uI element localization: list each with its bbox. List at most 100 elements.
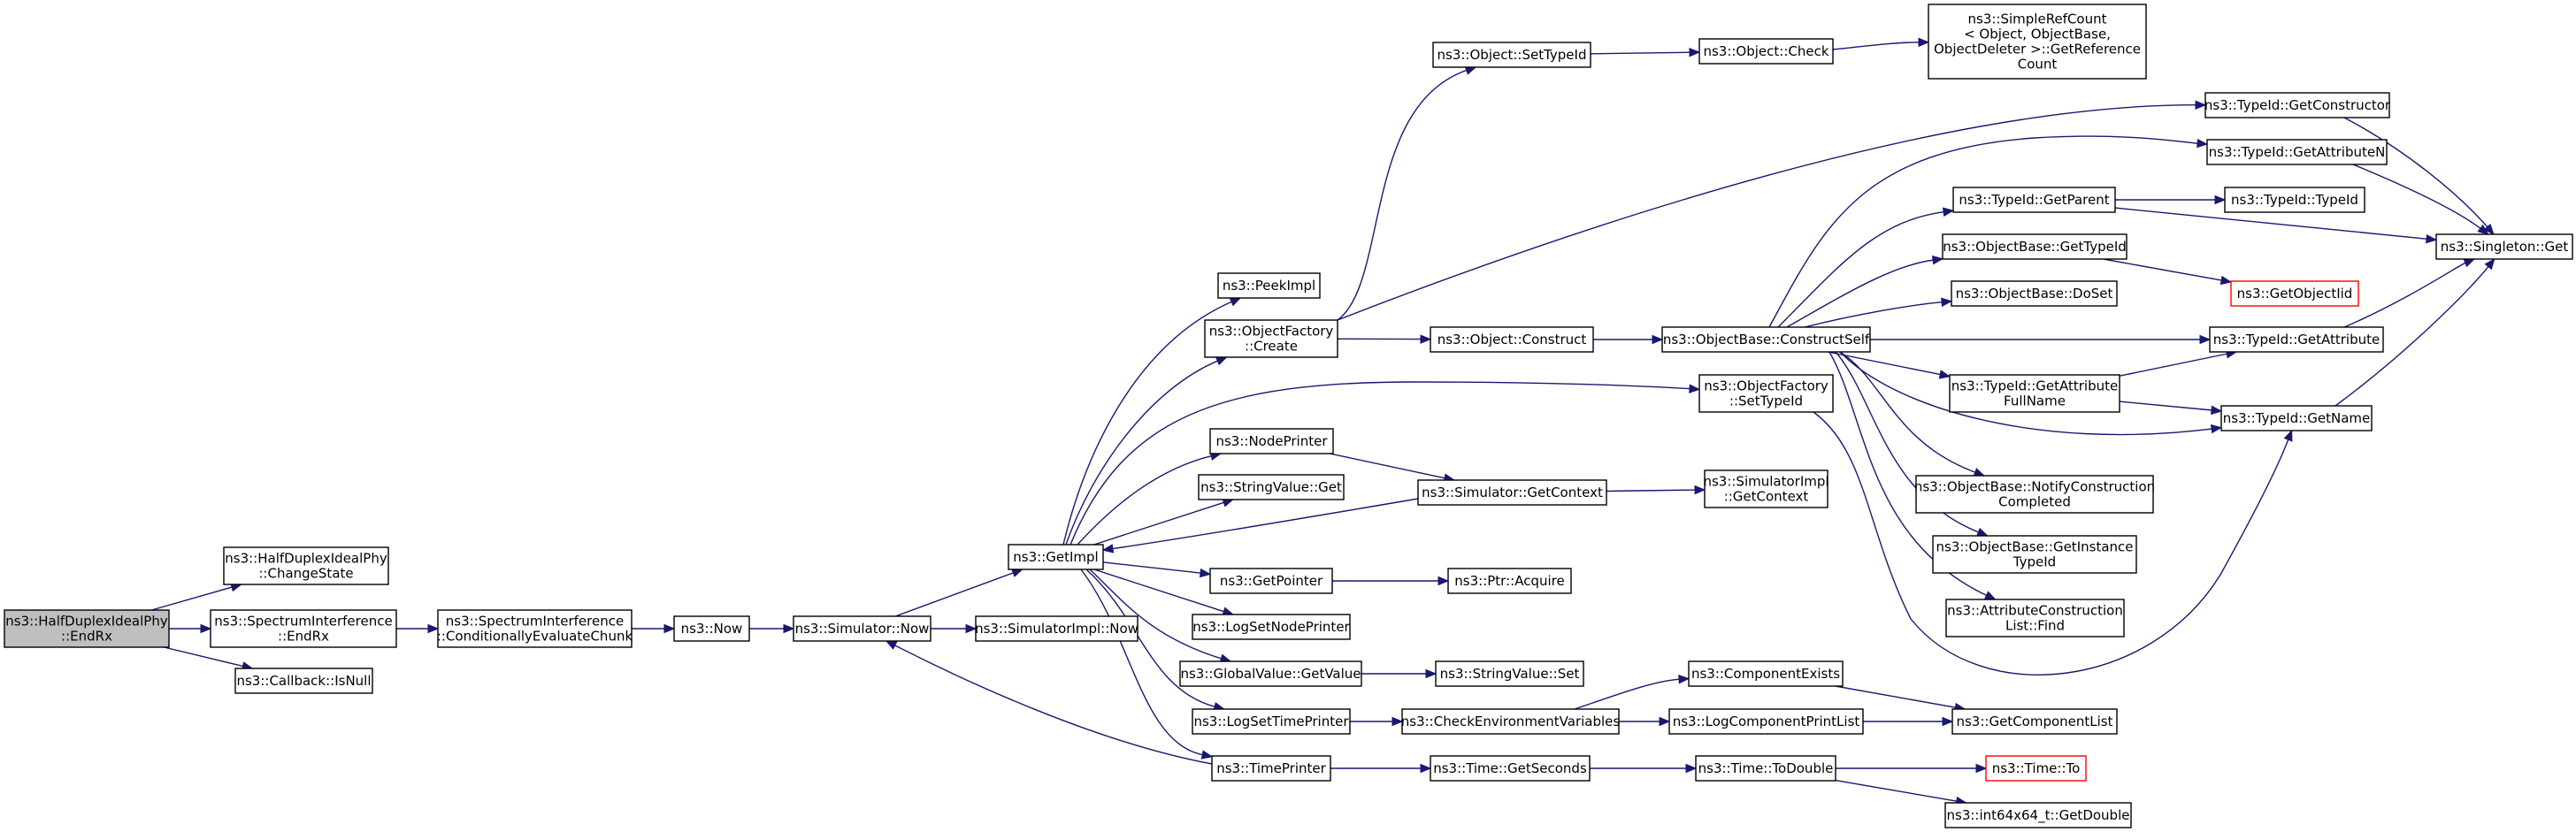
node-ti_getparent[interactable]: ns3::TypeId::GetParent (1952, 187, 2116, 213)
node-label-line: ns3::int64x64_t::GetDouble (1947, 807, 2130, 824)
node-logsetnodeprinter[interactable]: ns3::LogSetNodePrinter (1192, 614, 1351, 640)
node-label-line: ns3::ObjectBase::ConstructSelf (1663, 332, 1870, 347)
node-of_create[interactable]: ns3::ObjectFactory::Create (1204, 319, 1338, 358)
edge-arrowhead (1199, 568, 1212, 578)
node-box (1430, 755, 1591, 782)
node-label-line: ::GetContext (1724, 488, 1809, 504)
edge-arrowhead (2426, 233, 2438, 244)
node-simplerefcount[interactable]: ns3::SimpleRefCount< Object, ObjectBase,… (1928, 4, 2147, 80)
node-ob_constructself[interactable]: ns3::ObjectBase::ConstructSelf (1661, 326, 1871, 353)
node-ti_getconstructor[interactable]: ns3::TypeId::GetConstructor (2204, 92, 2391, 118)
node-box (1211, 755, 1331, 782)
node-changestate[interactable]: ns3::HalfDuplexIdealPhy::ChangeState (223, 546, 389, 585)
node-ti_getattributen[interactable]: ns3::TypeId::GetAttributeN (2206, 139, 2388, 165)
node-box (1951, 708, 2118, 735)
node-obj_check[interactable]: ns3::Object::Check (1698, 38, 1834, 65)
edge-line (1085, 569, 1216, 708)
node-condeval[interactable]: ns3::SpectrumInterference::Conditionally… (437, 609, 633, 648)
node-componentexists[interactable]: ns3::ComponentExists (1688, 660, 1844, 687)
node-now[interactable]: ns3::Now (673, 615, 750, 642)
node-isnull[interactable]: ns3::Callback::IsNull (234, 668, 373, 694)
node-box (1661, 326, 1871, 353)
node-stringvalue_get[interactable]: ns3::StringValue::Get (1198, 474, 1345, 500)
edge-ob_constructself-to-ob_gettypeid (1786, 255, 1944, 328)
edge-arrowhead (2463, 258, 2476, 268)
edge-getimpl-to-of_create (1065, 356, 1228, 546)
edge-now-to-sim_now (749, 623, 795, 634)
node-obj_settypeid[interactable]: ns3::Object::SetTypeId (1432, 42, 1591, 68)
edge-line (1574, 678, 1681, 710)
node-box (1401, 708, 1620, 735)
node-box (1698, 374, 1834, 413)
node-singleton_get[interactable]: ns3::Singleton::Get (2435, 233, 2573, 260)
node-simimpl_now[interactable]: ns3::SimulatorImpl::Now (975, 615, 1138, 642)
node-label-line: ns3::AttributeConstruction (1947, 602, 2123, 618)
node-box (234, 668, 373, 694)
edge-ti_getattributefullname-to-ti_getname (2119, 401, 2223, 416)
node-sim_getcontext[interactable]: ns3::Simulator::GetContext (1417, 479, 1607, 506)
node-checkenv[interactable]: ns3::CheckEnvironmentVariables (1401, 708, 1621, 735)
edge-line (893, 644, 1213, 765)
edge-timeprinter-to-time_getseconds (1330, 763, 1432, 774)
node-getcomponentlist[interactable]: ns3::GetComponentList (1951, 708, 2118, 735)
node-getimpl[interactable]: ns3::GetImpl (1008, 544, 1104, 570)
edge-line (1080, 569, 1204, 756)
edge-of_settypeid-to-ti_getname (1813, 411, 2293, 676)
edge-ti_getattributefullname-to-ti_getattribute (2119, 349, 2238, 377)
node-box (1698, 38, 1834, 65)
node-stringvalue_set[interactable]: ns3::StringValue::Set (1435, 660, 1584, 687)
node-ob_gettypeid[interactable]: ns3::ObjectBase::GetTypeId (1942, 233, 2128, 260)
node-int64_getdouble[interactable]: ns3::int64x64_t::GetDouble (1944, 802, 2132, 828)
edge-arrowhead (2483, 223, 2495, 235)
node-si_endrx[interactable]: ns3::SpectrumInterference::EndRx (210, 609, 397, 648)
node-time_to[interactable]: ns3::Time::To (1985, 755, 2087, 782)
node-obj_construct[interactable]: ns3::Object::Construct (1430, 326, 1594, 353)
edge-arrowhead (663, 623, 676, 634)
edge-of_create-to-obj_construct (1337, 334, 1432, 344)
node-ob_notifyconstruction[interactable]: ns3::ObjectBase::NotifyConstructionCompl… (1914, 475, 2155, 514)
node-label-line: ns3::Object::Check (1703, 43, 1828, 59)
edge-line (1828, 351, 1942, 376)
edge-ti_getparent-to-ti_typeid (2115, 195, 2227, 205)
node-label-line: ns3::GetPointer (1220, 573, 1323, 589)
node-logsettimeprinter[interactable]: ns3::LogSetTimePrinter (1192, 708, 1351, 735)
node-nodeprinter[interactable]: ns3::NodePrinter (1209, 428, 1334, 454)
edge-arrowhead (2484, 257, 2496, 271)
node-of_settypeid[interactable]: ns3::ObjectFactory::SetTypeId (1698, 374, 1834, 413)
node-ptr_acquire[interactable]: ns3::Ptr::Acquire (1447, 568, 1572, 594)
node-ti_getattribute[interactable]: ns3::TypeId::GetAttribute (2209, 326, 2384, 353)
node-endrx[interactable]: ns3::HalfDuplexIdealPhy::EndRx (4, 609, 170, 648)
node-ti_getname[interactable]: ns3::TypeId::GetName (2220, 405, 2373, 431)
edge-sim_getcontext-to-getimpl (1101, 498, 1419, 553)
edge-si_endrx-to-condeval (396, 623, 440, 634)
node-time_todouble[interactable]: ns3::Time::ToDouble (1695, 755, 1836, 782)
node-logcomponentprintlist[interactable]: ns3::LogComponentPrintList (1668, 708, 1864, 735)
node-label-line: ns3::Singleton::Get (2441, 239, 2569, 255)
node-ti_typeid[interactable]: ns3::TypeId::TypeId (2224, 187, 2365, 213)
node-getpointer[interactable]: ns3::GetPointer (1209, 568, 1333, 594)
edge-arrowhead (1975, 763, 1988, 774)
node-getobjectiid[interactable]: ns3::GetObjectIid (2230, 280, 2359, 307)
edge-arrowhead (1983, 591, 1997, 600)
edge-line (1111, 498, 1419, 550)
node-time_getseconds[interactable]: ns3::Time::GetSeconds (1430, 755, 1591, 782)
edge-ti_getattribute-to-singleton_get (2343, 258, 2476, 328)
node-timeprinter[interactable]: ns3::TimePrinter (1211, 755, 1331, 782)
edge-arrowhead (1938, 370, 1951, 379)
edge-line (2334, 265, 2490, 407)
node-sim_now[interactable]: ns3::Simulator::Now (793, 615, 932, 642)
node-label-line: < Object, ObjectBase, (1964, 26, 2111, 42)
edge-getpointer-to-ptr_acquire (1332, 576, 1450, 586)
node-gv_getvalue[interactable]: ns3::GlobalValue::GetValue (1179, 660, 1362, 687)
node-ob_doset[interactable]: ns3::ObjectBase::DoSet (1951, 280, 2118, 307)
node-peekimpl[interactable]: ns3::PeekImpl (1217, 272, 1321, 299)
node-label-line: ns3::GlobalValue::GetValue (1180, 666, 1361, 682)
node-label-line: ns3::Callback::IsNull (236, 673, 371, 689)
edge-arrowhead (1918, 37, 1930, 48)
node-simimpl_getcontext[interactable]: ns3::SimulatorImpl::GetContext (1703, 469, 1829, 508)
node-label-line: ns3::StringValue::Set (1440, 666, 1580, 682)
